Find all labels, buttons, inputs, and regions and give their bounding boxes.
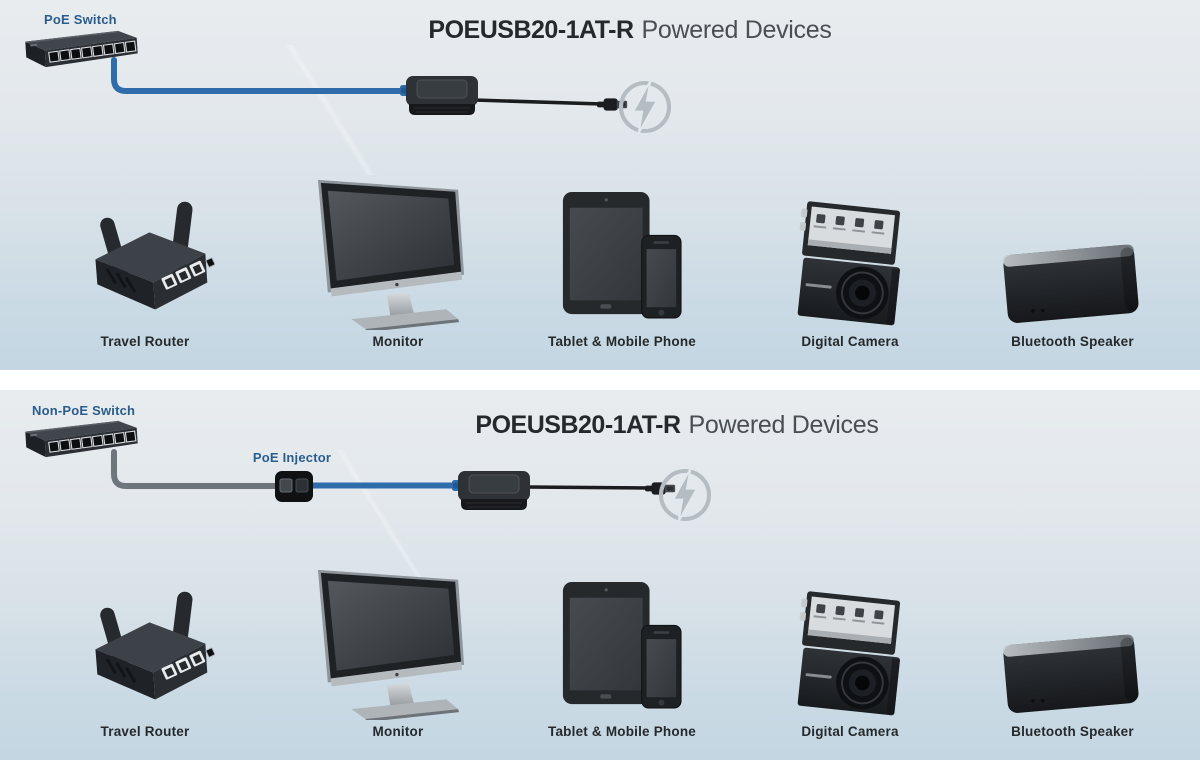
travel-router-icon [80,578,215,713]
device-label: Tablet & Mobile Phone [548,334,696,349]
product-model: POEUSB20-1AT-R [428,16,634,44]
poe-injector-icon [272,466,316,506]
black-usb-cable [524,485,652,490]
product-model: POEUSB20-1AT-R [475,411,681,439]
cables [111,57,604,106]
monitor-icon [302,172,480,330]
usb-plug-icon [597,95,629,114]
device-label: Tablet & Mobile Phone [548,724,696,739]
power-bolt-icon [656,466,714,524]
bluetooth-speaker-icon [995,230,1147,324]
travel-router-icon [80,188,215,323]
monitor-icon [302,562,480,720]
tablet-phone-icon [557,580,685,713]
device-label: Travel Router [100,724,190,739]
device-label: Digital Camera [801,334,899,349]
title-suffix: Powered Devices [641,16,832,44]
device-label: Monitor [372,334,424,349]
device-label: Monitor [372,724,424,739]
poe-switch-label: PoE Switch [44,12,117,27]
device-label: Digital Camera [801,724,899,739]
non-poe-switch-icon [22,418,140,461]
power-bolt-icon [616,78,674,136]
title-suffix: Powered Devices [688,411,879,439]
tablet-phone-icon [557,190,685,323]
non-poe-switch-label: Non-PoE Switch [32,403,136,418]
digital-camera-icon [795,588,907,729]
bluetooth-speaker-icon [995,620,1147,714]
poe-splitter-icon [400,72,480,120]
device-label: Bluetooth Speaker [1011,334,1134,349]
device-label: Travel Router [100,334,190,349]
light-ray [270,450,490,580]
blue-poe-cable [111,57,407,94]
black-usb-cable [472,98,604,106]
device-label: Bluetooth Speaker [1011,724,1134,739]
cables [111,449,652,490]
digital-camera-icon [795,198,907,339]
light-ray [200,45,460,175]
usb-plug-icon [645,479,677,498]
poe-splitter-icon [452,467,532,515]
poe-injector-label: PoE Injector [252,450,332,465]
poe-switch-icon [22,28,140,71]
